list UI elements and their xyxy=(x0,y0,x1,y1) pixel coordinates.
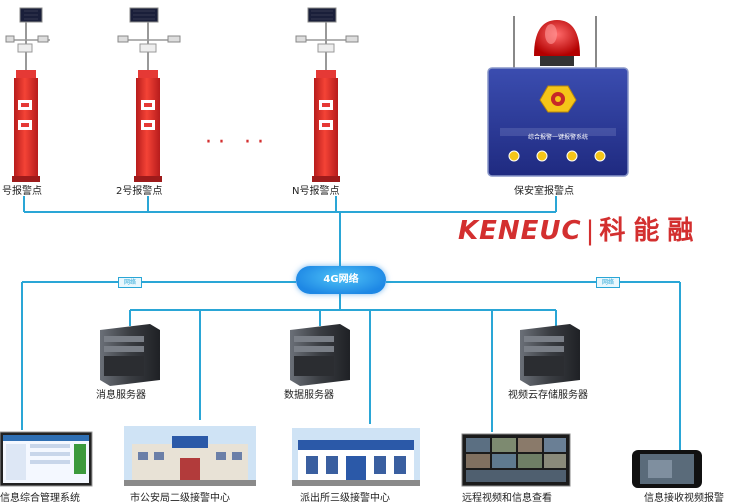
network-hub-4g: 4G网络 xyxy=(296,266,386,294)
network-badge: 网络 xyxy=(118,277,142,288)
brand-separator: | xyxy=(585,216,596,246)
endpoint-label: 远程视频和信息查看 xyxy=(462,493,552,504)
data-server-icon xyxy=(290,324,350,386)
video-storage-server-label: 视频云存储服务器 xyxy=(508,390,588,401)
connection-lines xyxy=(21,196,681,450)
brand-logo: KENEUC|科能融 xyxy=(458,210,701,247)
video-cloud-storage-server-icon xyxy=(520,324,580,386)
alarm-post-n-icon xyxy=(295,7,359,182)
alarm-post-label: N号报警点 xyxy=(292,186,340,197)
city-police-bureau-building-icon xyxy=(124,426,256,486)
alarm-post-2-icon xyxy=(117,7,181,182)
security-station-alarm-box-icon xyxy=(487,16,629,177)
brand-chinese: 科能融 xyxy=(599,216,702,246)
data-server-label: 数据服务器 xyxy=(284,390,334,401)
ellipsis-dots: ·· ·· xyxy=(205,130,270,155)
management-system-monitor-icon xyxy=(0,431,93,487)
brand-latin: KENEUC xyxy=(458,216,582,246)
alarm-post-1-icon xyxy=(5,7,50,182)
alarm-post-label: 号报警点 xyxy=(2,186,42,197)
video-wall-monitor-icon xyxy=(461,433,571,487)
police-station-building-icon xyxy=(292,428,420,486)
station-screen-title: 综合报警一键报警系统 xyxy=(527,134,588,141)
endpoint-label: 信息接收视频报警 xyxy=(644,493,724,504)
endpoint-label: 信息综合管理系统 xyxy=(0,493,80,504)
message-server-label: 消息服务器 xyxy=(96,390,146,401)
security-station-label: 保安室报警点 xyxy=(514,186,574,197)
alarm-post-label: 2号报警点 xyxy=(116,186,163,197)
endpoint-label: 市公安局二级接警中心 xyxy=(130,493,230,504)
network-badge: 网络 xyxy=(596,277,620,288)
mobile-phone-icon xyxy=(632,450,702,488)
endpoint-label: 派出所三级接警中心 xyxy=(300,493,390,504)
message-server-icon xyxy=(100,324,160,386)
